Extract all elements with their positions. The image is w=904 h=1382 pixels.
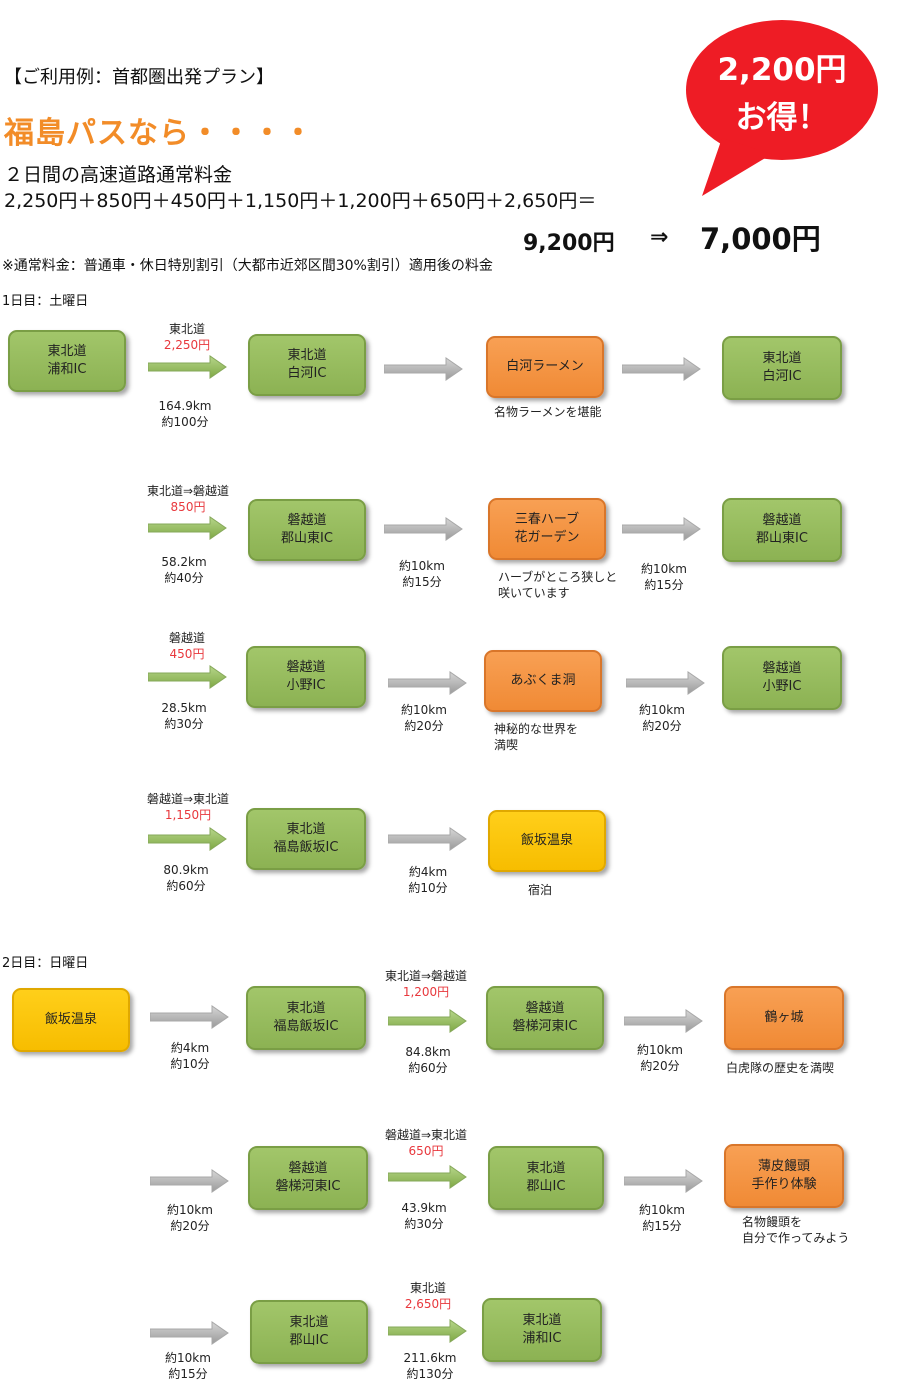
route-road: 磐越道⇒東北道 xyxy=(146,792,230,806)
pass-price: 7,000円 xyxy=(700,222,821,256)
route-fee: 2,650円 xyxy=(404,1297,452,1311)
box-koriyama-ic: 東北道 郡山IC xyxy=(488,1146,604,1210)
savings-amount: 2,200円 xyxy=(717,52,847,88)
savings-label: お得！ xyxy=(735,100,829,136)
route-fee: 2,250円 xyxy=(163,338,211,352)
local-arrow xyxy=(384,516,464,542)
box-bandai-kawahigashi-ic: 磐越道 磐梯河東IC xyxy=(248,1146,368,1210)
route-label-6: 磐越道⇒東北道 650円 xyxy=(385,1127,467,1159)
local-dist: 約4km 約10分 xyxy=(408,865,448,895)
local-arrow xyxy=(150,1004,230,1030)
local-arrow xyxy=(150,1168,230,1194)
route-road: 磐越道 xyxy=(168,631,206,645)
route-arrow xyxy=(148,664,228,690)
box-miharu-herb-garden: 三春ハーブ 花ガーデン xyxy=(488,498,606,560)
box-koriyama-higashi-ic: 磐越道 郡山東IC xyxy=(248,499,366,561)
local-dist: 約10km 約15分 xyxy=(641,562,687,592)
local-arrow xyxy=(622,356,702,382)
caption-herb: ハーブがところ狭しと 咲いています xyxy=(498,570,618,600)
local-dist: 約10km 約15分 xyxy=(639,1203,685,1233)
box-shirakawa-ramen: 白河ラーメン xyxy=(486,336,604,398)
route-arrow xyxy=(388,1008,468,1034)
local-arrow xyxy=(388,670,468,696)
day1-label: 1日目：土曜日 xyxy=(2,294,89,309)
box-bandai-kawahigashi-ic: 磐越道 磐梯河東IC xyxy=(486,986,604,1050)
caption-cave: 神秘的な世界を 満喫 xyxy=(494,722,579,752)
route-label-7: 東北道 2,650円 xyxy=(405,1280,451,1312)
route-road: 東北道 xyxy=(409,1281,447,1295)
fee-formula: 2,250円＋850円＋450円＋1,150円＋1,200円＋650円＋2,65… xyxy=(4,190,597,212)
local-arrow xyxy=(388,826,468,852)
local-arrow xyxy=(384,356,464,382)
box-koriyama-ic: 東北道 郡山IC xyxy=(250,1300,368,1364)
local-arrow xyxy=(626,670,706,696)
box-ono-ic: 磐越道 小野IC xyxy=(722,646,842,710)
fee-note: ※通常料金：普通車・休日特別割引（大都市近郊区間30%割引）適用後の料金 xyxy=(2,258,493,274)
route-dist-6: 43.9km 約30分 xyxy=(401,1201,447,1231)
route-arrow xyxy=(388,1164,468,1190)
normal-total: 9,200円 xyxy=(523,231,615,256)
box-urawa-ic: 東北道 浦和IC xyxy=(8,330,126,392)
box-fukushima-iizaka-ic: 東北道 福島飯坂IC xyxy=(246,808,366,870)
route-road: 磐越道⇒東北道 xyxy=(384,1128,468,1142)
route-dist-3: 28.5km 約30分 xyxy=(161,701,207,731)
local-dist: 約10km 約15分 xyxy=(399,559,445,589)
box-ono-ic: 磐越道 小野IC xyxy=(246,646,366,708)
route-road: 東北道⇒磐越道 xyxy=(384,969,468,983)
caption-manju: 名物饅頭を 自分で作ってみよう xyxy=(742,1215,850,1245)
box-koriyama-higashi-ic: 磐越道 郡山東IC xyxy=(722,498,842,562)
local-arrow xyxy=(624,1008,704,1034)
local-dist: 約10km 約20分 xyxy=(637,1043,683,1073)
local-dist: 約10km 約20分 xyxy=(401,703,447,733)
route-arrow xyxy=(148,515,228,541)
caption-ramen: 名物ラーメンを堪能 xyxy=(494,405,602,419)
savings-bubble xyxy=(686,20,878,196)
route-fee: 650円 xyxy=(408,1144,444,1158)
local-arrow xyxy=(622,516,702,542)
route-dist-2: 58.2km 約40分 xyxy=(161,555,207,585)
route-arrow xyxy=(148,354,228,380)
route-label-3: 磐越道 450円 xyxy=(169,630,205,662)
route-fee: 850円 xyxy=(170,500,206,514)
box-fukushima-iizaka-ic: 東北道 福島飯坂IC xyxy=(246,986,366,1050)
route-fee: 1,150円 xyxy=(164,808,212,822)
box-urawa-ic: 東北道 浦和IC xyxy=(482,1298,602,1362)
box-abukuma-cave: あぶくま洞 xyxy=(484,650,602,712)
local-dist: 約4km 約10分 xyxy=(170,1041,210,1071)
route-label-5: 東北道⇒磐越道 1,200円 xyxy=(385,968,467,1000)
caption-byakkotai: 白虎隊の歴史を満喫 xyxy=(726,1061,835,1075)
box-iizaka-onsen: 飯坂温泉 xyxy=(12,988,130,1052)
day2-label: 2日目：日曜日 xyxy=(2,956,89,971)
route-dist-7: 211.6km 約130分 xyxy=(403,1351,457,1381)
route-arrow xyxy=(148,826,228,852)
route-road: 東北道⇒磐越道 xyxy=(146,484,230,498)
caption-stay: 宿泊 xyxy=(528,883,553,897)
route-road: 東北道 xyxy=(168,322,206,336)
route-label-1: 東北道 2,250円 xyxy=(164,321,210,353)
box-usukawa-manju: 薄皮饅頭 手作り体験 xyxy=(724,1144,844,1208)
local-arrow xyxy=(150,1320,230,1346)
route-arrow xyxy=(388,1318,468,1344)
box-tsurugajo: 鶴ヶ城 xyxy=(724,986,844,1050)
route-fee: 1,200円 xyxy=(402,985,450,999)
route-dist-1: 164.9km 約100分 xyxy=(158,399,212,429)
arrow-symbol: ⇒ xyxy=(650,225,669,250)
local-dist: 約10km 約20分 xyxy=(167,1203,213,1233)
box-shirakawa-ic: 東北道 白河IC xyxy=(248,334,366,396)
route-dist-5: 84.8km 約60分 xyxy=(405,1045,451,1075)
local-dist: 約10km 約20分 xyxy=(639,703,685,733)
local-dist: 約10km 約15分 xyxy=(165,1351,211,1381)
box-iizaka-onsen: 飯坂温泉 xyxy=(488,810,606,872)
route-label-2: 東北道⇒磐越道 850円 xyxy=(147,483,229,515)
example-heading: 【ご利用例：首都圏出発プラン】 xyxy=(4,67,274,88)
route-dist-4: 80.9km 約60分 xyxy=(163,863,209,893)
route-label-4: 磐越道⇒東北道 1,150円 xyxy=(147,791,229,823)
route-fee: 450円 xyxy=(169,647,205,661)
savings-badge: 2,200円 お得！ xyxy=(682,46,882,142)
subtitle: ２日間の高速道路通常料金 xyxy=(4,164,233,186)
headline: 福島パスなら・・・・ xyxy=(4,116,314,151)
local-arrow xyxy=(624,1168,704,1194)
box-shirakawa-ic: 東北道 白河IC xyxy=(722,336,842,400)
